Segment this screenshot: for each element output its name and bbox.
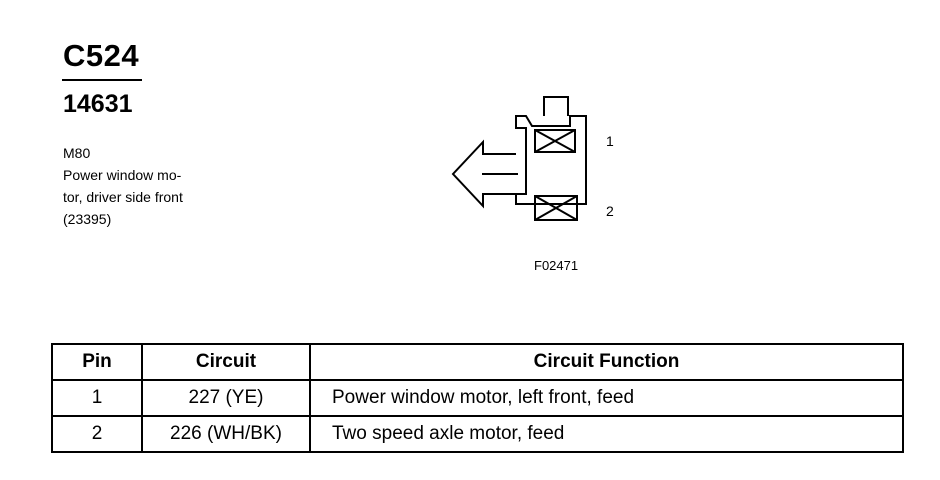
pin-label-2: 2 xyxy=(606,203,614,219)
pin-cell: 1 xyxy=(51,379,143,417)
pin-cell: 2 xyxy=(51,415,143,453)
column-header-pin: Pin xyxy=(51,343,143,381)
description-line: M80 xyxy=(63,145,91,161)
pin-label-1: 1 xyxy=(606,133,614,149)
table-row: 1 227 (YE) Power window motor, left fron… xyxy=(51,379,904,417)
table-row: 2 226 (WH/BK) Two speed axle motor, feed xyxy=(51,415,904,453)
connector-face-diagram: 1 2 xyxy=(451,96,614,221)
function-cell: Power window motor, left front, feed xyxy=(309,379,904,417)
function-cell: Two speed axle motor, feed xyxy=(309,415,904,453)
description-line: tor, driver side front xyxy=(63,189,183,205)
description-line: (23395) xyxy=(63,211,112,227)
figure-id: F02471 xyxy=(534,258,579,273)
connector-description: M80 Power window mo- tor, driver side fr… xyxy=(63,142,183,230)
table-header-row: Pin Circuit Circuit Function xyxy=(51,343,904,381)
circuit-cell: 227 (YE) xyxy=(141,379,311,417)
column-header-circuit-function: Circuit Function xyxy=(309,343,904,381)
part-number: 14631 xyxy=(63,90,133,118)
pinout-table: Pin Circuit Circuit Function 1 227 (YE) … xyxy=(51,343,904,453)
mating-direction-arrow-icon xyxy=(451,139,516,209)
connector-body xyxy=(515,115,587,205)
locking-tab xyxy=(543,96,569,116)
terminal-2-icon xyxy=(534,195,578,221)
title-underline xyxy=(62,79,142,81)
connector-id: C524 xyxy=(63,38,140,73)
description-line: Power window mo- xyxy=(63,167,182,183)
terminal-1-icon xyxy=(534,129,576,153)
column-header-circuit: Circuit xyxy=(141,343,311,381)
circuit-cell: 226 (WH/BK) xyxy=(141,415,311,453)
